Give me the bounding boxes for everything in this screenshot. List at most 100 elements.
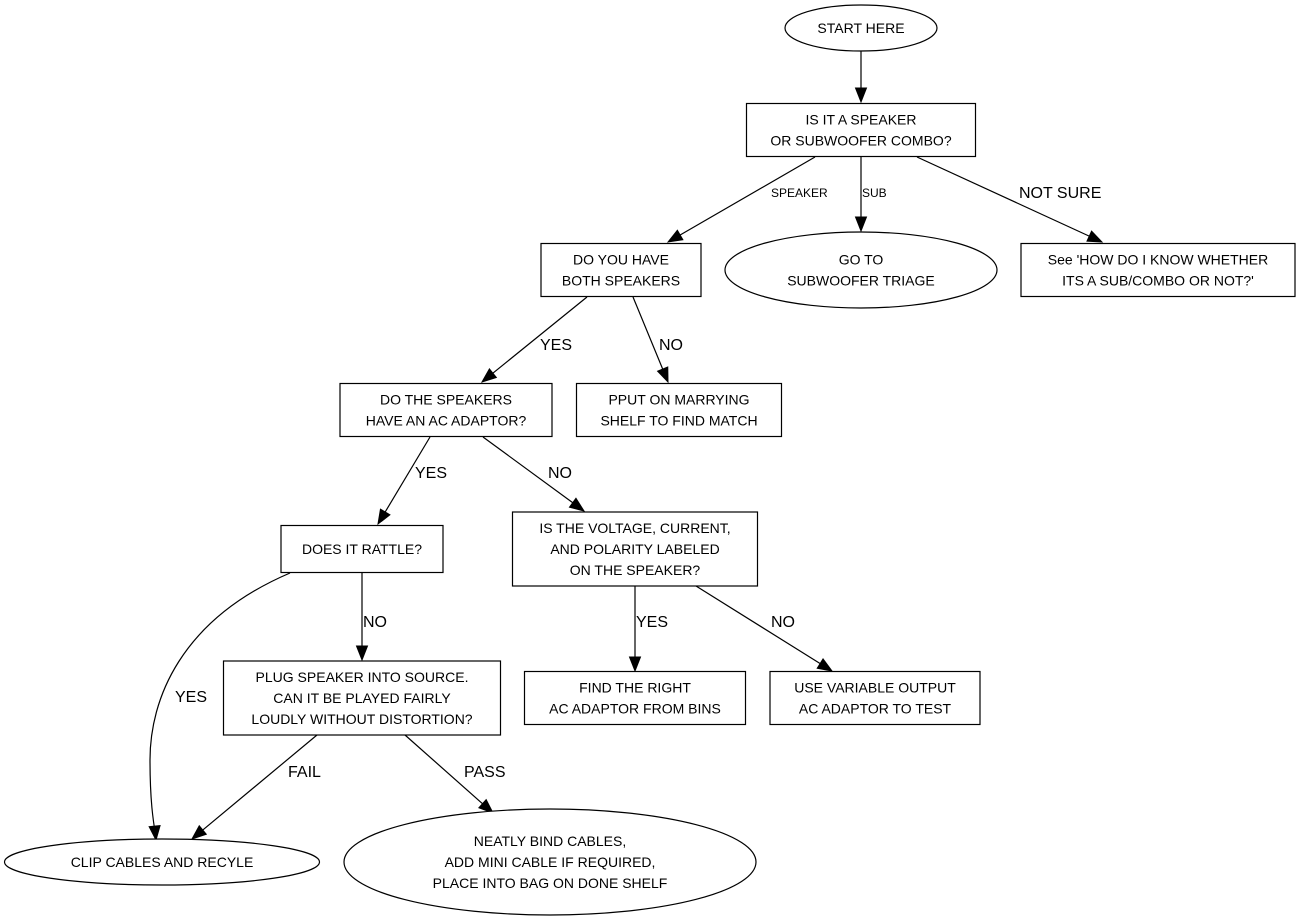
arrowhead-icon: [568, 497, 586, 512]
box-node-shape: [769, 670, 981, 726]
edge-rattle-to-recycle: [148, 572, 291, 842]
edge-label: YES: [540, 337, 572, 354]
node-done-shelf[interactable]: NEATLY BIND CABLES, ADD MINI CABLE IF REQ…: [343, 808, 757, 916]
edge-label: FAIL: [288, 764, 321, 781]
node-label-line: DO YOU HAVE: [573, 252, 669, 268]
node-label-line: NEATLY BIND CABLES,: [474, 833, 627, 849]
node-ac-adaptor[interactable]: DO THE SPEAKERS HAVE AN AC ADAPTOR?: [339, 382, 553, 438]
node-label-line: IS THE VOLTAGE, CURRENT,: [539, 520, 730, 536]
edge-line: [678, 156, 816, 237]
edge-voltage_labeled-to-variable_adaptor: [695, 585, 834, 672]
node-sub-triage[interactable]: GO TO SUBWOOFER TRIAGE: [724, 231, 998, 309]
arrowhead-icon: [480, 368, 498, 383]
arrowhead-icon: [355, 645, 369, 662]
edge-is_speaker-to-not_sure: [916, 156, 1104, 243]
node-variable-adaptor[interactable]: USE VARIABLE OUTPUT AC ADAPTOR TO TEST: [769, 670, 981, 726]
edge-line: [632, 296, 664, 372]
box-node-shape: [745, 102, 977, 158]
edge-line: [695, 585, 823, 666]
node-label-line: USE VARIABLE OUTPUT: [794, 680, 956, 696]
node-label-line: AND POLARITY LABELED: [550, 541, 719, 557]
arrowhead-icon: [816, 658, 834, 672]
node-label-line: AC ADAPTOR FROM BINS: [549, 701, 721, 717]
node-label-line: FIND THE RIGHT: [579, 680, 691, 696]
arrowhead-icon: [478, 798, 495, 814]
node-label-line: OR SUBWOOFER COMBO?: [770, 133, 951, 149]
edge-label: NO: [659, 337, 683, 354]
box-node-shape: [1020, 242, 1296, 298]
node-label-line: LOUDLY WITHOUT DISTORTION?: [251, 711, 472, 727]
box-node-shape: [339, 382, 553, 438]
box-node-shape: [575, 382, 783, 438]
node-marrying-shelf[interactable]: PPUT ON MARRYING SHELF TO FIND MATCH: [575, 382, 783, 438]
edge-label: PASS: [464, 764, 506, 781]
node-label-line: CAN IT BE PLAYED FAIRLY: [273, 690, 451, 706]
ellipse-node-shape: [3, 838, 321, 886]
node-label-line: See 'HOW DO I KNOW WHETHER: [1048, 252, 1268, 268]
node-label-line: ON THE SPEAKER?: [570, 562, 701, 578]
arrowhead-icon: [666, 229, 684, 243]
node-rattle[interactable]: DOES IT RATTLE?: [280, 524, 444, 574]
edge-label: NO: [548, 465, 572, 482]
node-label-line: ADD MINI CABLE IF REQUIRED,: [445, 854, 656, 870]
arrowhead-icon: [656, 366, 669, 384]
box-node-shape: [523, 670, 747, 726]
node-label-line: PLUG SPEAKER INTO SOURCE.: [256, 669, 469, 685]
edge-line: [404, 734, 485, 806]
node-plug-in[interactable]: PLUG SPEAKER INTO SOURCE. CAN IT BE PLAYE…: [222, 660, 502, 736]
node-label-line: SHELF TO FIND MATCH: [600, 413, 757, 429]
edge-plug_in-to-done_shelf: [404, 734, 495, 814]
box-node-shape: [222, 660, 502, 736]
node-label-line: PLACE INTO BAG ON DONE SHELF: [433, 875, 668, 891]
node-find-adaptor[interactable]: FIND THE RIGHT AC ADAPTOR FROM BINS: [523, 670, 747, 726]
arrowhead-icon: [148, 824, 161, 842]
edge-label: YES: [175, 689, 207, 706]
node-voltage-labeled[interactable]: IS THE VOLTAGE, CURRENT, AND POLARITY LAB…: [511, 511, 759, 587]
node-label-line: PPUT ON MARRYING: [608, 392, 749, 408]
node-label-line: START HERE: [817, 20, 904, 36]
edge-start-to-is_speaker: [854, 51, 868, 104]
edge-line: [490, 296, 588, 375]
node-not-sure[interactable]: See 'HOW DO I KNOW WHETHER ITS A SUB/COMB…: [1020, 242, 1296, 298]
edge-label: YES: [415, 465, 447, 482]
arrowhead-icon: [377, 508, 391, 526]
edge-label: NOT SURE: [1019, 185, 1101, 202]
arrowhead-icon: [1086, 230, 1104, 243]
arrowhead-icon: [190, 824, 208, 840]
node-start[interactable]: START HERE: [784, 4, 938, 52]
node-label-line: DOES IT RATTLE?: [302, 541, 422, 557]
edge-line: [149, 572, 291, 839]
edge-line: [200, 734, 318, 832]
node-label-line: AC ADAPTOR TO TEST: [799, 701, 952, 717]
node-recycle[interactable]: CLIP CABLES AND RECYLE: [3, 838, 321, 886]
edge-line: [482, 436, 575, 505]
box-node-shape: [540, 242, 702, 298]
edge-line: [916, 156, 1092, 238]
node-label-line: GO TO: [839, 252, 884, 268]
edge-label: SUB: [862, 186, 887, 200]
node-label-line: SUBWOOFER TRIAGE: [787, 273, 935, 289]
node-label-line: ITS A SUB/COMBO OR NOT?': [1062, 273, 1254, 289]
ellipse-node-shape: [784, 4, 938, 52]
edge-label: NO: [771, 614, 795, 631]
box-node-shape: [280, 524, 444, 574]
node-label-line: BOTH SPEAKERS: [562, 273, 680, 289]
edge-plug_in-to-recycle: [190, 734, 318, 840]
edge-is_speaker-to-sub_triage: [854, 157, 868, 233]
edge-label: YES: [636, 614, 668, 631]
node-both-speakers[interactable]: DO YOU HAVE BOTH SPEAKERS: [540, 242, 702, 298]
edge-both_speakers-to-ac_adaptor: [480, 296, 588, 383]
ellipse-node-shape: [724, 231, 998, 309]
node-label-line: HAVE AN AC ADAPTOR?: [366, 413, 527, 429]
edge-label: SPEAKER: [771, 186, 828, 200]
ellipse-node-shape: [343, 808, 757, 916]
node-label-line: CLIP CABLES AND RECYLE: [71, 854, 254, 870]
arrowhead-icon: [854, 216, 868, 233]
edge-both_speakers-to-marrying_shelf: [632, 296, 669, 384]
edge-voltage_labeled-to-find_adaptor: [628, 586, 642, 673]
node-label-line: DO THE SPEAKERS: [380, 392, 512, 408]
